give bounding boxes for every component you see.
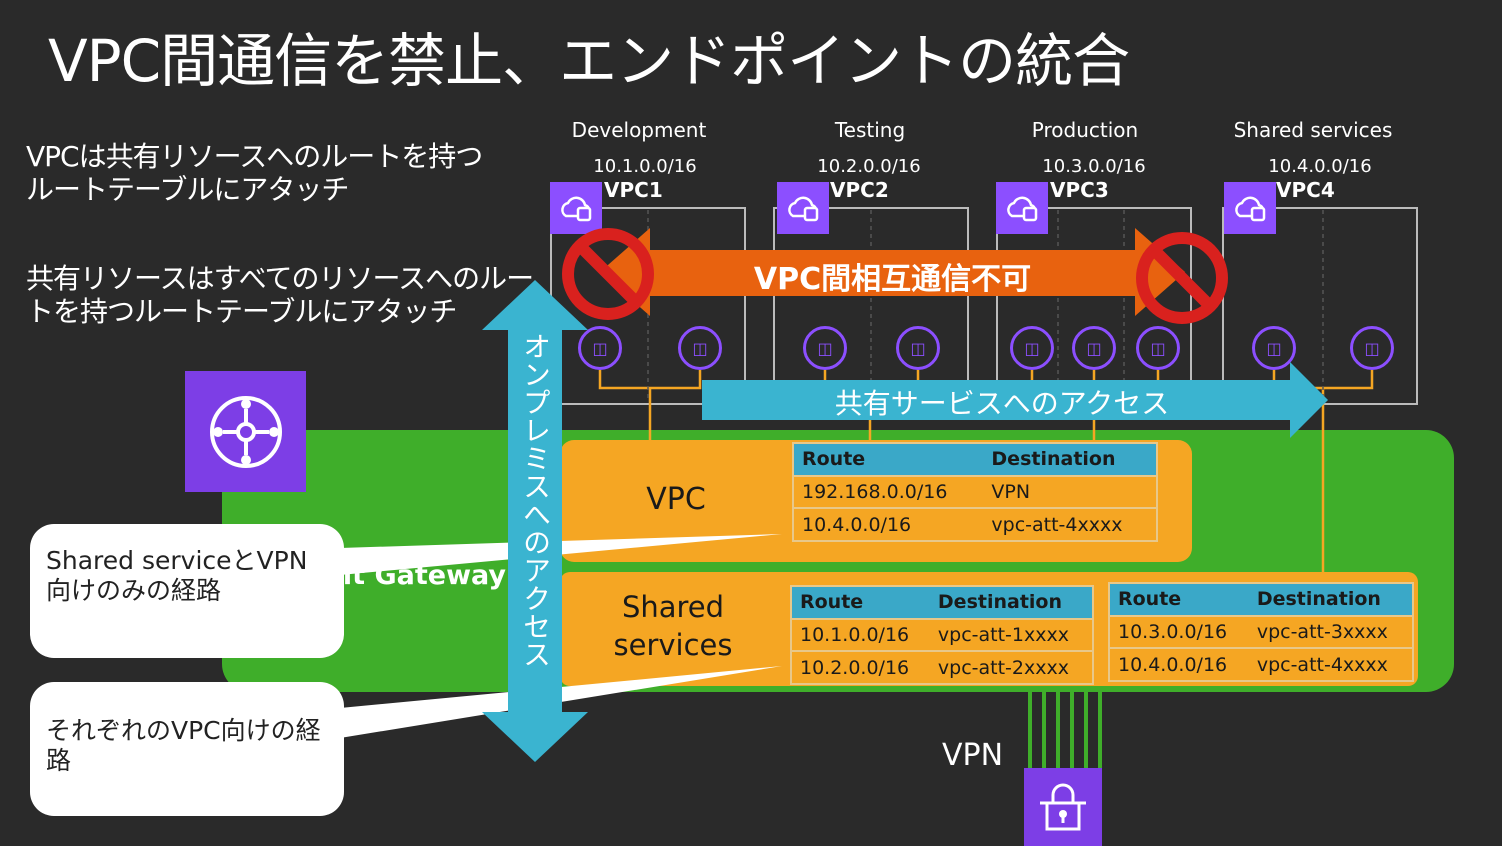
description-line: 共有リソースはすべてのリソースへのルー <box>26 262 534 295</box>
eni-icon: ◫ <box>1252 326 1296 370</box>
destination-cell: vpc-att-3xxxx <box>1248 614 1412 649</box>
destination-cell: vpc-att-2xxxx <box>929 650 1092 683</box>
vpc-cloud-icon <box>1224 182 1276 234</box>
col-route: Route <box>792 587 930 619</box>
callout-line: それぞれのVPC向けの経 <box>46 716 321 745</box>
env-label: Development <box>571 118 707 142</box>
callout-line: Shared serviceとVPN <box>46 546 308 575</box>
col-destination: Destination <box>983 444 1156 476</box>
eni-icon: ◫ <box>1136 326 1180 370</box>
vpc-name: VPC2 <box>830 178 889 202</box>
env-label: Production <box>1031 118 1139 142</box>
eni-icon: ◫ <box>803 326 847 370</box>
no-inter-vpc-label: VPC間相互通信不可 <box>753 262 1032 297</box>
destination-cell: vpc-att-4xxxx <box>983 507 1156 540</box>
callout-each-vpc: それぞれのVPC向けの経 路 <box>30 682 344 816</box>
route-cell: 10.2.0.0/16 <box>792 650 930 683</box>
shared-route-table-label: Shared services <box>560 588 786 664</box>
vpc-name: VPC3 <box>1050 178 1109 202</box>
col-destination: Destination <box>1248 584 1412 616</box>
route-cell: 192.168.0.0/16 <box>794 474 984 509</box>
col-destination: Destination <box>929 587 1092 619</box>
description-line: ルートテーブルにアタッチ <box>26 173 349 206</box>
env-label: Shared services <box>1233 118 1393 142</box>
vpc-cloud-icon <box>777 182 829 234</box>
eni-icon: ◫ <box>1350 326 1394 370</box>
description-shared: 共有リソースはすべてのリソースへのルー トを持つルートテーブルにアタッチ <box>26 262 534 328</box>
page-title: VPC間通信を禁止、エンドポイントの統合 <box>48 27 1130 95</box>
vpc-cidr: 10.1.0.0/16 <box>593 156 697 177</box>
hub-icon <box>209 395 282 468</box>
route-cell: 10.3.0.0/16 <box>1110 614 1249 649</box>
eni-icon: ◫ <box>578 326 622 370</box>
vpc-name: VPC4 <box>1276 178 1335 202</box>
vpc-cidr: 10.2.0.0/16 <box>817 156 921 177</box>
vpc-cloud-icon <box>996 182 1048 234</box>
callout-shared-vpn: Shared serviceとVPN 向けのみの経路 <box>30 524 344 658</box>
callout-line: 路 <box>46 746 72 775</box>
vpc-route-table-label: VPC <box>646 482 706 517</box>
env-label: Testing <box>834 118 906 142</box>
prohibited-icon <box>562 228 654 320</box>
vpc-cloud-icon <box>550 182 602 234</box>
description-line: トを持つルートテーブルにアタッチ <box>26 295 457 328</box>
eni-icon: ◫ <box>678 326 722 370</box>
destination-cell: VPN <box>983 474 1156 509</box>
destination-cell: vpc-att-4xxxx <box>1248 647 1412 680</box>
col-route: Route <box>794 444 984 476</box>
vpn-label: VPN <box>942 738 1004 773</box>
shared-access-label: 共有サービスへのアクセス <box>834 387 1170 420</box>
route-cell: 10.4.0.0/16 <box>794 507 984 540</box>
label-line: services <box>613 628 733 662</box>
route-cell: 10.1.0.0/16 <box>792 617 930 652</box>
route-cell: 10.4.0.0/16 <box>1110 647 1249 680</box>
destination-cell: vpc-att-1xxxx <box>929 617 1092 652</box>
description-line: VPCは共有リソースへのルートを持つ <box>26 140 483 173</box>
label-line: Shared <box>621 590 725 624</box>
eni-icon: ◫ <box>1072 326 1116 370</box>
vpn-gateway-icon <box>1024 768 1102 846</box>
eni-icon: ◫ <box>1010 326 1054 370</box>
lock-icon <box>1040 783 1086 831</box>
eni-icon: ◫ <box>896 326 940 370</box>
vpc-cidr: 10.3.0.0/16 <box>1042 156 1146 177</box>
prohibited-icon <box>1136 232 1228 324</box>
transit-gateway-icon <box>185 371 306 492</box>
vpc-cidr: 10.4.0.0/16 <box>1268 156 1372 177</box>
vpc-name: VPC1 <box>604 178 663 202</box>
col-route: Route <box>1110 584 1249 616</box>
callout-line: 向けのみの経路 <box>46 576 222 605</box>
onprem-label: オンプレミスへのアクセス <box>519 332 551 668</box>
description-vpc: VPCは共有リソースへのルートを持つ ルートテーブルにアタッチ <box>26 140 483 206</box>
